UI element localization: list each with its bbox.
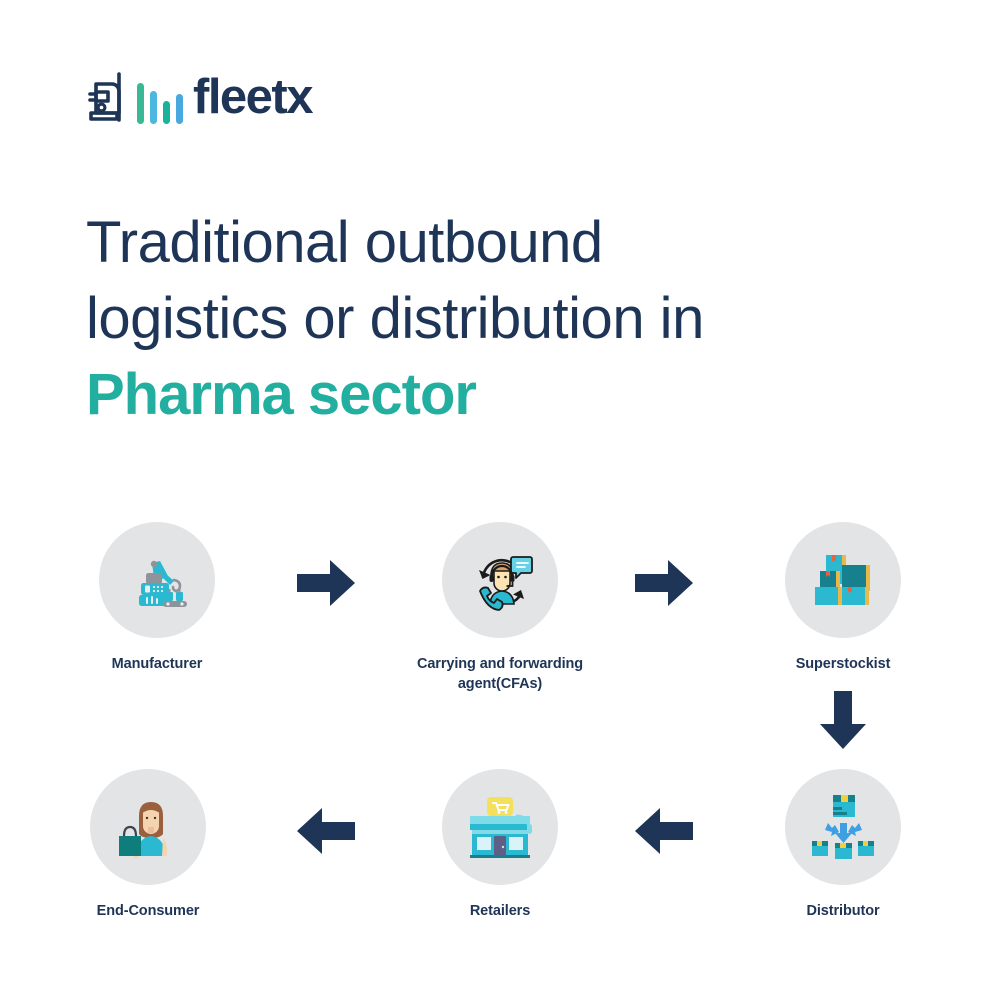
flow-node-manufacturer-label: Manufacturer: [111, 656, 203, 672]
box-distribution-arrows-icon: [808, 793, 878, 861]
arrow-distributor-to-retailers: [635, 808, 693, 854]
flow-node-superstockist-circle: [785, 522, 901, 638]
flow-node-superstockist: Superstockist: [755, 522, 931, 674]
supply-chain-flow-diagram: Manufacturer: [0, 505, 1000, 965]
page-title-line-2: logistics or distribution in: [86, 286, 704, 351]
flow-node-superstockist-label: Superstockist: [795, 656, 891, 672]
shopper-woman-bag-icon: [115, 794, 181, 860]
flow-node-manufacturer: Manufacturer: [69, 522, 245, 674]
flow-node-end-consumer: End-Consumer: [60, 769, 236, 921]
arrow-cfa-to-superstockist: [635, 560, 693, 606]
flow-node-distributor-circle: [785, 769, 901, 885]
storefront-icon: [464, 795, 536, 859]
arrow-manufacturer-to-cfa: [297, 560, 355, 606]
logo-bar-1: [137, 83, 144, 124]
flow-node-end-consumer-circle: [90, 769, 206, 885]
factory-robot-arm-icon: [124, 547, 190, 613]
flow-node-retailers-circle: [442, 769, 558, 885]
logo-mark: [84, 70, 183, 124]
arrow-retailers-to-end-consumer: [297, 808, 355, 854]
support-agent-headset-icon: [466, 546, 534, 614]
logo-bars: [137, 76, 183, 124]
logo-bar-4: [176, 94, 183, 124]
flow-node-end-consumer-label: End-Consumer: [96, 903, 200, 919]
truck-icon: [84, 70, 130, 124]
flow-node-cfa: Carrying and forwarding agent(CFAs): [412, 522, 588, 694]
flow-node-retailers: Retailers: [412, 769, 588, 921]
flow-node-distributor: Distributor: [755, 769, 931, 921]
logo-bar-3: [163, 101, 170, 124]
logo-bar-2: [150, 91, 157, 124]
brand-wordmark: fleetx: [193, 69, 314, 124]
flow-node-distributor-label: Distributor: [806, 903, 880, 919]
flow-node-retailers-label: Retailers: [469, 903, 531, 919]
page-title-line-1: Traditional outbound: [86, 210, 603, 275]
page-title-line-3: Pharma sector: [86, 362, 477, 427]
flow-node-manufacturer-circle: [99, 522, 215, 638]
fleetx-logo: fleetx: [84, 69, 314, 124]
flow-node-cfa-label: Carrying and forwarding agent(CFAs): [416, 656, 584, 692]
stacked-boxes-icon: [811, 549, 875, 611]
flow-node-cfa-circle: [442, 522, 558, 638]
page-title: Traditional outbound logistics or distri…: [86, 205, 946, 433]
arrow-superstockist-to-distributor: [820, 691, 866, 749]
